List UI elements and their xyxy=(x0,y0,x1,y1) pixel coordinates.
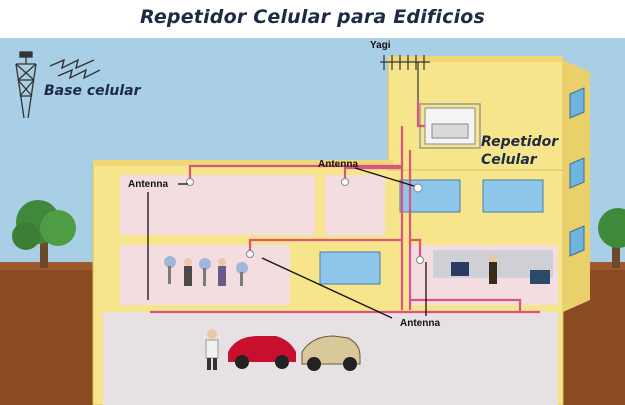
living-scene xyxy=(451,254,550,284)
label-antenna-left: Antenna xyxy=(128,179,168,190)
room-top-left xyxy=(120,175,315,235)
side-windows xyxy=(569,87,585,257)
window-mid xyxy=(319,251,381,285)
label-repetidor-line2: Celular xyxy=(481,152,537,168)
tree-right xyxy=(598,208,625,268)
label-antenna-bottom: Antenna xyxy=(400,318,440,329)
red-car-icon xyxy=(228,336,296,369)
cafe-scene xyxy=(164,256,248,286)
page-title: Repetidor Celular para Edificios xyxy=(139,6,486,28)
label-base-celular: Base celular xyxy=(44,83,141,99)
room-top-mid xyxy=(325,175,385,235)
label-repetidor-line1: Repetidor xyxy=(481,134,559,150)
gold-car-icon xyxy=(301,335,361,371)
yagi-antenna-icon xyxy=(380,55,430,100)
roof-tower xyxy=(388,56,563,62)
label-leaders xyxy=(147,167,427,319)
label-repetidor: Repetidor Celular xyxy=(481,133,558,169)
garage-person xyxy=(205,329,219,370)
cell-tower-icon xyxy=(15,51,37,119)
label-antenna-top: Antenna xyxy=(318,159,358,170)
window-top-2 xyxy=(482,179,544,213)
repeater-box-icon xyxy=(419,103,481,149)
signal-waves-icon xyxy=(49,58,101,80)
cable-network xyxy=(150,100,540,314)
antenna-nodes xyxy=(186,178,424,264)
label-yagi: Yagi xyxy=(370,40,391,51)
tree-left xyxy=(12,200,76,268)
roof-main xyxy=(93,160,393,166)
